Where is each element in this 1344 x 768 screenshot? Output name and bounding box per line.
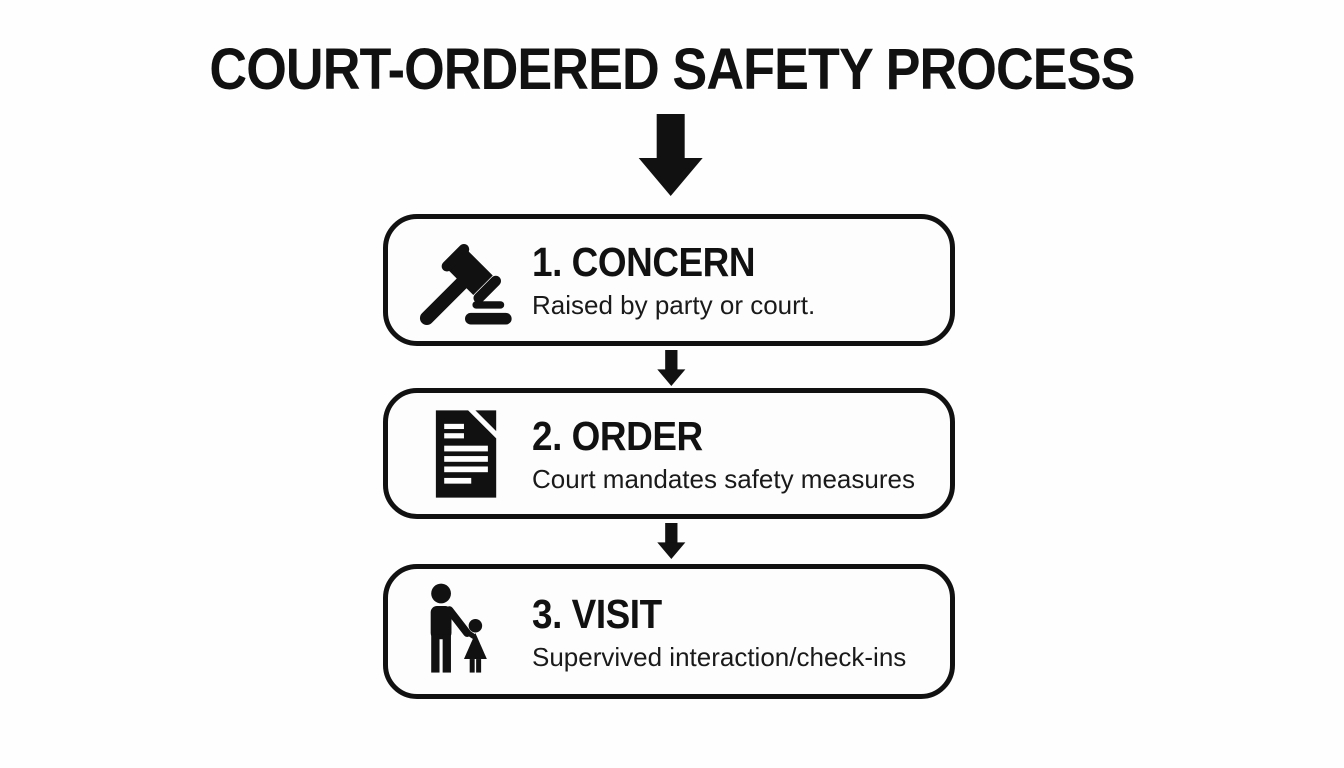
step-heading: 3. VISIT	[532, 590, 662, 637]
step-heading: 2. ORDER	[532, 412, 703, 459]
step-description: Raised by party or court.	[532, 290, 816, 320]
gavel-icon	[404, 224, 526, 336]
step-text: 2. ORDER Court mandates safety measures	[532, 412, 915, 494]
title-row: COURT-ORDERED SAFETY PROCESS	[0, 36, 1344, 103]
step-text: 1. CONCERN Raised by party or court.	[532, 239, 816, 320]
down-arrow-icon	[654, 350, 688, 386]
step-heading: 1. CONCERN	[532, 239, 756, 285]
parent-child-icon	[404, 576, 526, 688]
step-box-visit: 3. VISIT Supervived interaction/check-in…	[383, 564, 955, 699]
step-box-concern: 1. CONCERN Raised by party or court.	[383, 214, 955, 346]
document-icon	[404, 398, 526, 510]
step-description: Supervived interaction/check-ins	[532, 641, 907, 672]
down-arrow-icon	[654, 523, 688, 559]
page-title: COURT-ORDERED SAFETY PROCESS	[209, 37, 1135, 102]
step-description: Court mandates safety measures	[532, 463, 915, 494]
step-text: 3. VISIT Supervived interaction/check-in…	[532, 590, 907, 672]
step-box-order: 2. ORDER Court mandates safety measures	[383, 388, 955, 519]
down-arrow-icon	[638, 114, 704, 196]
